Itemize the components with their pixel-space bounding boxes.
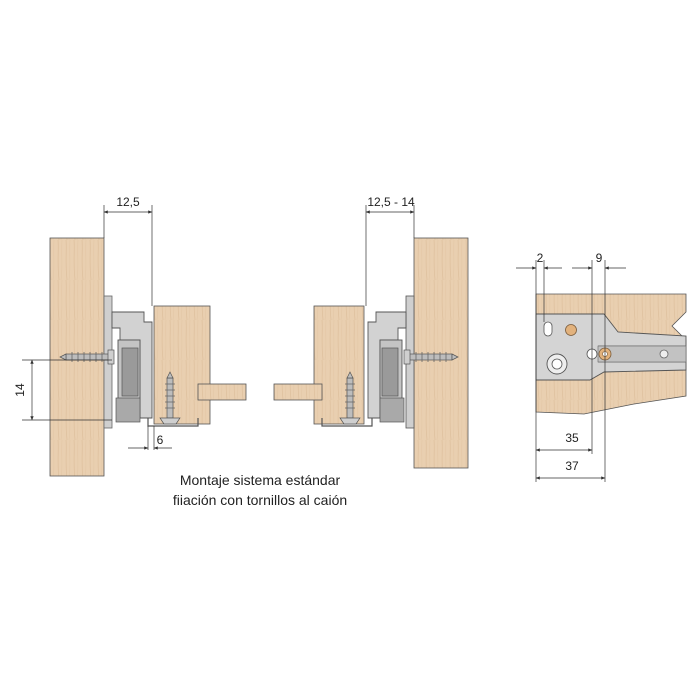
detail-dim-a-label: 2 [537, 251, 544, 265]
left-assembly: 12,5 14 6 [13, 195, 247, 477]
detail-dim-b-label: 9 [596, 251, 603, 265]
detail-view: 2 9 35 37 [516, 251, 687, 482]
right-drawer-screw-icon [339, 371, 361, 425]
detail-dim-c-label: 35 [565, 431, 579, 445]
left-slide-profile [111, 311, 199, 427]
right-dimension-lines [365, 205, 415, 306]
diagram-caption: Montaje sistema estándar fiiación con to… [110, 470, 410, 510]
left-dim-side-label: 14 [13, 383, 27, 397]
right-slide-profile [321, 311, 407, 427]
caption-line-2: fiiación con tornillos al caión [172, 492, 348, 508]
left-wall-screw-icon [59, 349, 115, 365]
right-wall-screw-icon [403, 349, 459, 365]
detail-dim-d-label: 37 [565, 459, 579, 473]
left-dim-bottom-label: 6 [157, 433, 164, 447]
caption-line-1: Montaje sistema estándar [179, 472, 341, 488]
left-drawer-screw-icon [159, 371, 181, 425]
left-dim-top-label: 12,5 [116, 195, 140, 209]
right-cabinet-wall [413, 237, 469, 469]
detail-mount-holes [543, 321, 612, 375]
left-drawer-bottom [197, 383, 247, 401]
left-dimension-lines [22, 205, 172, 450]
right-assembly: 12,5 - 14 [273, 195, 469, 469]
left-drawer-side [153, 305, 211, 425]
right-drawer-side [313, 305, 365, 425]
right-drawer-bottom [273, 383, 323, 401]
detail-dimension-lines [516, 260, 626, 482]
right-dim-top-label: 12,5 - 14 [367, 195, 415, 209]
